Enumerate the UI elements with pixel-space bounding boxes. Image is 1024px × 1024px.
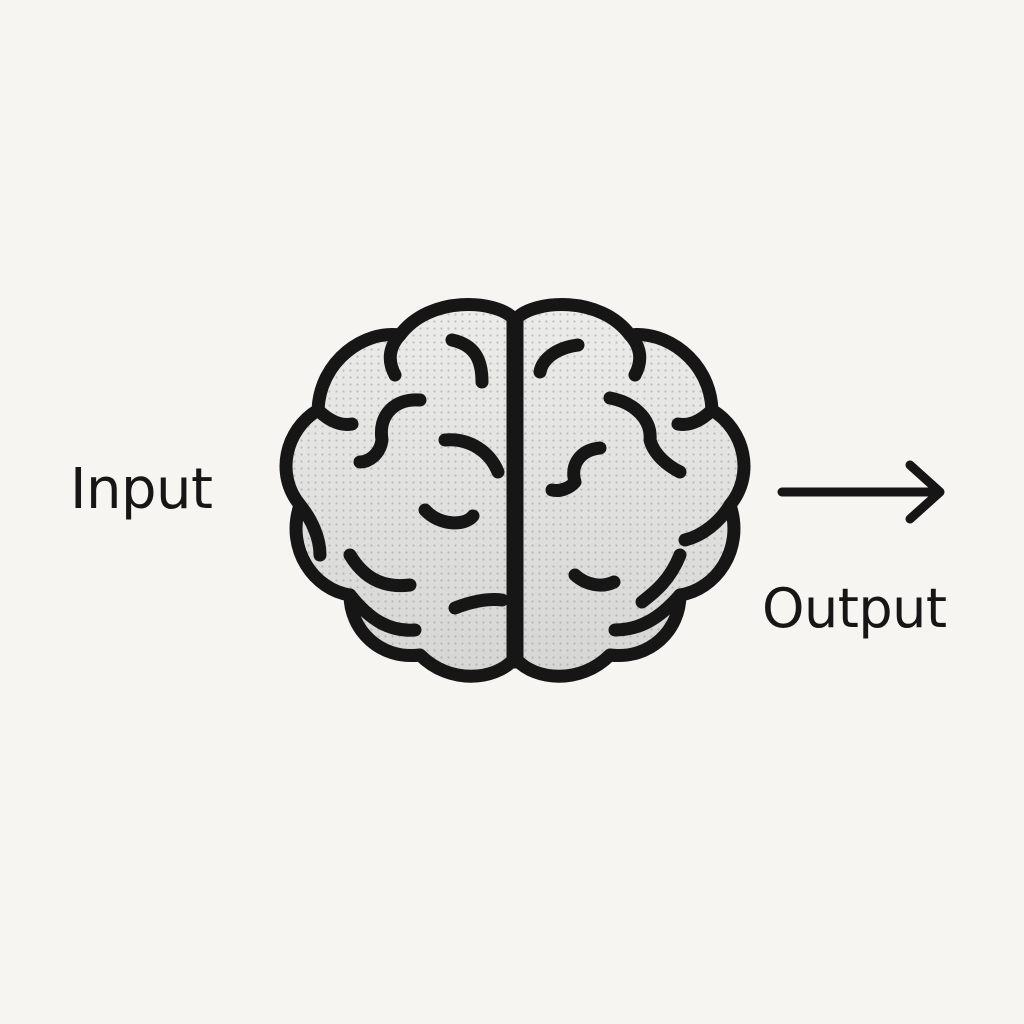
output-label: Output	[762, 577, 947, 640]
right-arrow-icon	[777, 460, 945, 524]
input-label: Input	[70, 457, 213, 522]
right-hemisphere	[517, 304, 744, 677]
brain-icon	[279, 298, 751, 683]
left-hemisphere	[286, 304, 513, 677]
